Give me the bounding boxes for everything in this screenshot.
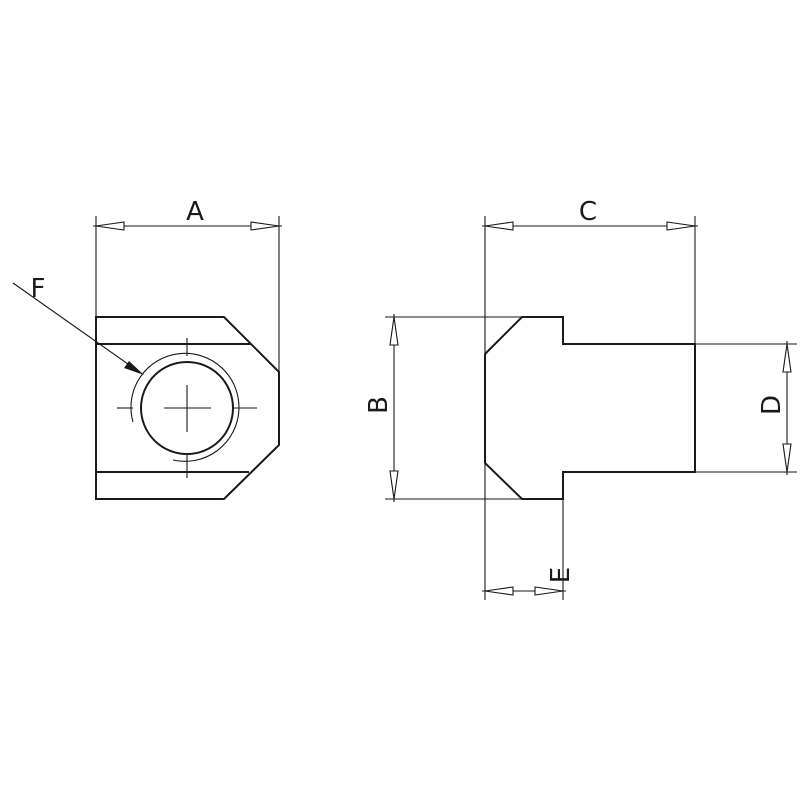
center-lines	[117, 338, 257, 478]
dimension-a: A	[93, 197, 282, 372]
dimension-b: B	[364, 314, 563, 502]
dimension-c: C	[482, 197, 698, 600]
label-f: F	[31, 274, 46, 304]
front-view-outline	[95, 316, 280, 500]
side-view: C B D E	[364, 197, 797, 600]
label-c: C	[579, 197, 597, 227]
dimension-e: E	[482, 499, 576, 600]
label-e: E	[546, 567, 576, 583]
dimension-d: D	[695, 341, 797, 475]
front-view: A F	[12, 197, 282, 500]
leader-f: F	[12, 274, 144, 375]
label-a: A	[186, 197, 204, 227]
thread-arc	[130, 352, 240, 462]
label-b: B	[364, 396, 394, 414]
label-d: D	[757, 395, 787, 415]
side-view-outline	[484, 316, 696, 500]
